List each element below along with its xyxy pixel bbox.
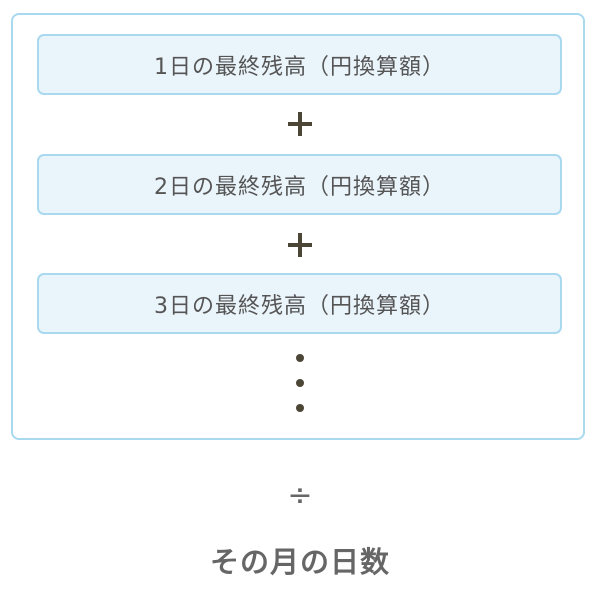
ellipsis-dot	[296, 404, 304, 412]
day-3-balance-label: 3日の最終残高（円換算額）	[154, 293, 445, 319]
day-1-balance-label: 1日の最終残高（円換算額）	[154, 54, 445, 80]
plus-icon	[288, 112, 312, 136]
day-3-balance-box: 3日の最終残高（円換算額）	[37, 273, 562, 334]
day-1-balance-box: 1日の最終残高（円換算額）	[37, 34, 562, 95]
ellipsis-dot	[296, 354, 304, 362]
denominator-label: その月の日数	[209, 545, 390, 579]
divide-sign: ÷	[287, 478, 313, 513]
day-2-balance-label: 2日の最終残高（円換算額）	[154, 174, 445, 200]
ellipsis-dot	[296, 379, 304, 387]
day-2-balance-box: 2日の最終残高（円換算額）	[37, 154, 562, 215]
plus-icon	[288, 233, 312, 257]
